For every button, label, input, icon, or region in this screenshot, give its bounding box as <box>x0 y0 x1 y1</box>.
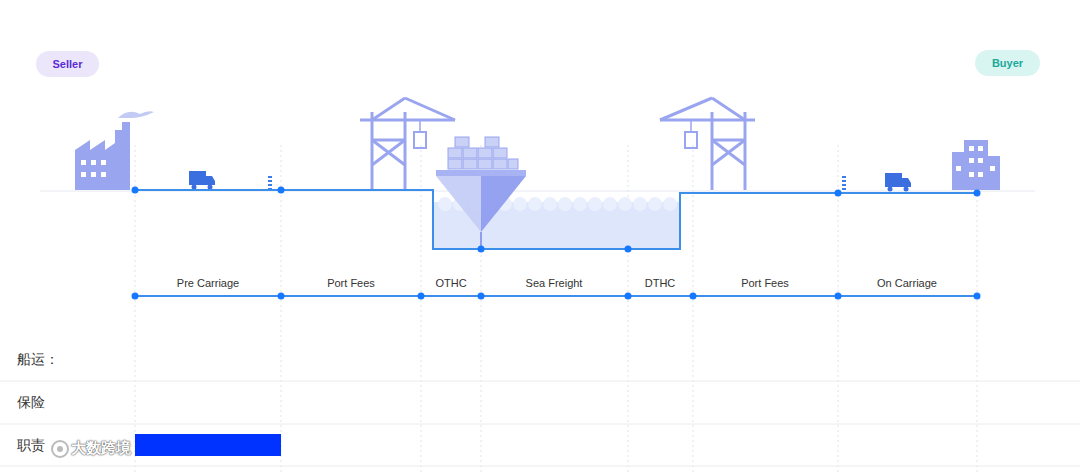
role-pill: Seller <box>36 51 99 77</box>
role-label: Seller <box>53 58 83 70</box>
building-icon <box>952 140 1000 190</box>
segment-label: On Carriage <box>877 277 937 289</box>
truck-icon <box>189 171 215 190</box>
crane-icon <box>660 98 755 190</box>
responsibility-bar <box>135 434 281 456</box>
segment-label: DTHC <box>645 277 676 289</box>
gate-pole <box>842 176 846 191</box>
segment-label: Pre Carriage <box>177 277 239 289</box>
route-line <box>132 187 981 253</box>
row-label: 保险 <box>17 394 45 412</box>
watermark: 大数跨境 <box>71 439 131 458</box>
row-label: 船运： <box>17 351 59 369</box>
row-label: 职责 <box>17 437 45 455</box>
segment-label: Port Fees <box>741 277 789 289</box>
segment-label: OTHC <box>435 277 466 289</box>
ship-icon <box>436 137 526 249</box>
factory-icon <box>75 111 154 190</box>
role-label: Buyer <box>992 57 1023 69</box>
watermark-logo <box>52 441 68 457</box>
segment-label: Port Fees <box>327 277 375 289</box>
truck-icon <box>885 173 911 192</box>
gate-pole <box>268 175 272 190</box>
row-separators <box>0 381 1080 466</box>
segment-label: Sea Freight <box>526 277 583 289</box>
segment-scale <box>132 293 981 300</box>
role-pill: Buyer <box>975 50 1040 76</box>
